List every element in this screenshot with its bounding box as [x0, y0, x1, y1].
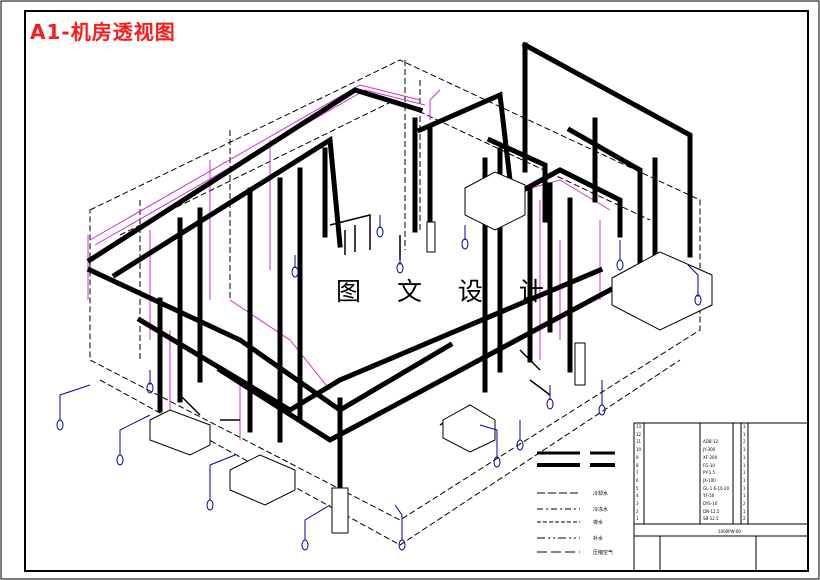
parts-row-qty: 1 [743, 477, 746, 483]
title-block [633, 422, 809, 572]
chiller-unit-a [464, 171, 526, 231]
parts-row-spec: YF-50 [703, 493, 715, 499]
parts-row-number: 13 [636, 424, 642, 429]
parts-row-spec: DN-12.5 [703, 508, 720, 514]
parts-row-qty: 1 [743, 424, 746, 429]
parts-row-qty: 2 [743, 501, 746, 506]
chiller-unit-b [611, 251, 713, 331]
parts-row-spec: GL-1.6-10-20 [703, 485, 730, 491]
parts-row-number: 1 [636, 516, 639, 522]
parts-row-qty: 2 [743, 516, 746, 522]
water-tank-c [426, 221, 436, 253]
parts-row-spec: SB-12.5 [703, 516, 719, 522]
parts-row-number: 3 [636, 501, 639, 506]
pump-set-a [149, 409, 211, 456]
parts-row-number: 5 [636, 485, 639, 491]
parts-row-qty: 1 [743, 462, 746, 468]
instrument-tags [56, 215, 702, 551]
parts-row-number: 8 [636, 462, 639, 468]
parts-row-number: 2 [636, 508, 639, 514]
pump-set-b [229, 454, 296, 506]
inner-frame [24, 10, 809, 572]
legend-lines [537, 451, 615, 553]
main-pipes [86, 41, 693, 493]
parts-row-qty: 1 [743, 454, 746, 460]
legend-label: 冷冻水 [593, 507, 609, 513]
parts-row-number: 6 [636, 477, 639, 483]
legend-label: 补水 [593, 536, 604, 542]
parts-row-qty: 1 [743, 431, 746, 437]
parts-row-number: 9 [636, 454, 639, 460]
legend-label: 冷却水 [593, 491, 609, 497]
legend-label: 压缩空气 [593, 550, 614, 556]
legend-label: 排水 [593, 520, 604, 526]
drawing-code: 1000PW-00 [718, 529, 741, 534]
parts-row-spec: FG-10 [703, 462, 715, 468]
parts-row-number: 7 [636, 470, 639, 476]
parts-row-qty: 1 [743, 485, 746, 491]
parts-row-qty: 1 [743, 493, 746, 499]
parts-row-spec: ADB-12 [703, 439, 719, 445]
water-tank-b [574, 342, 586, 386]
parts-row-spec: XF-200 [703, 454, 718, 460]
parts-row-number: 4 [636, 493, 639, 499]
drawing-title: A1-机房透视图 [30, 20, 176, 44]
parts-row-qty: 1 [743, 470, 746, 476]
pump-set-c [442, 404, 496, 453]
parts-row-number: 11 [636, 439, 642, 445]
equipment [149, 171, 713, 534]
parts-row-spec: PY-1.5 [703, 470, 716, 476]
parts-row-number: 10 [636, 447, 642, 453]
watermark-text: 图 文 设 计 [336, 277, 558, 306]
parts-row-spec: JX-100 [703, 477, 716, 483]
parts-row-spec: JY-300 [703, 447, 716, 453]
parts-row-number: 12 [636, 431, 642, 437]
parts-row-qty: 1 [743, 508, 746, 514]
water-tank-a [331, 487, 349, 534]
parts-row-spec: DYS-10 [703, 501, 718, 506]
parts-row-qty: 1 [743, 447, 746, 453]
parts-row-qty: 2 [743, 439, 746, 445]
